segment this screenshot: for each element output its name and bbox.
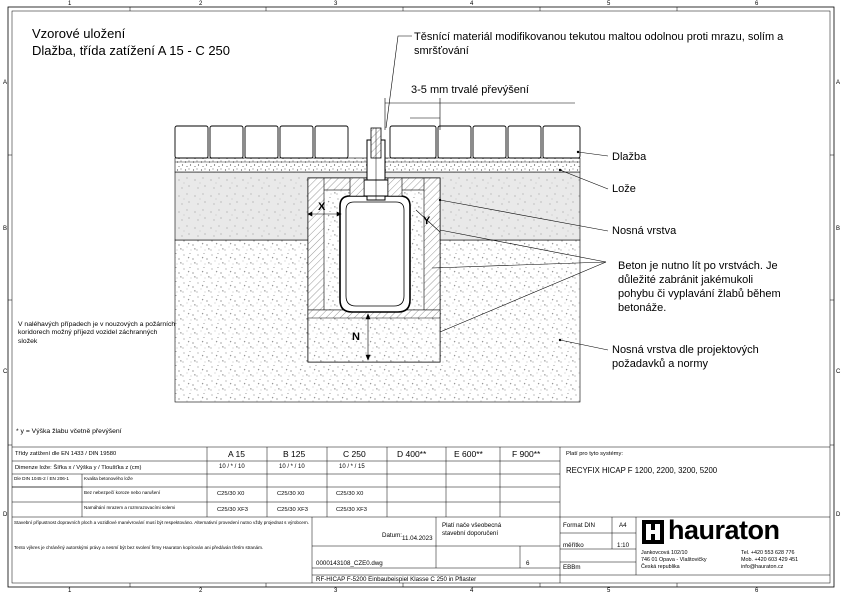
drain-channel xyxy=(339,127,411,313)
row-xf3-value: C25/30 XF3 xyxy=(336,507,367,513)
row-label: B xyxy=(3,226,8,232)
callout-paving: Dlažba xyxy=(612,151,647,163)
col-label: 4 xyxy=(470,1,474,7)
col-label: 5 xyxy=(607,588,611,594)
format-label: Format DIN xyxy=(563,522,595,529)
callout-overheight: 3-5 mm trvalé převýšení xyxy=(411,84,529,96)
format-value: A4 xyxy=(619,522,627,529)
scale-label: měřítko xyxy=(563,542,584,549)
row-label: D xyxy=(836,512,841,518)
row-dims-value: 10 / * / 10 xyxy=(279,464,305,470)
address-line: Jankovcová 102/10 xyxy=(641,550,688,556)
col-label: 5 xyxy=(607,1,611,7)
dimension-y: Y xyxy=(423,215,431,227)
row-dims-label: Dimenze lože: Šířka x / Výška y / Tloušť… xyxy=(15,465,142,471)
col-label: 1 xyxy=(68,588,72,594)
valid-for-label: Platí pro tyto systémy: xyxy=(566,451,624,457)
dimension-n: N xyxy=(352,331,360,343)
callout-concrete-note: Beton je nutno lít po vrstvách. Je důlež… xyxy=(618,260,781,314)
spec-table-grid xyxy=(12,446,830,583)
row-dims-value: 10 / * / 15 xyxy=(339,464,365,470)
drawing-title: Vzorové uložení xyxy=(32,26,126,41)
sheet-number: 6 xyxy=(526,560,530,567)
systems-list: RECYFIX HICAP F 1200, 2200, 3200, 5200 xyxy=(566,466,718,475)
hauraton-logo-mark xyxy=(642,520,664,544)
address-line: 746 01 Opava - Vlaštovičky xyxy=(641,557,707,563)
load-class: B 125 xyxy=(283,449,306,459)
row-x0-value: C25/30 X0 xyxy=(336,491,364,497)
datum-label: Datum: xyxy=(382,532,402,539)
col-label: 1 xyxy=(68,1,72,7)
outer-frame xyxy=(7,6,835,588)
row-standard-label: Dle DIN 1045-2 / EN 206-1 xyxy=(14,476,69,481)
row-dims-value: 10 / * / 10 xyxy=(219,464,245,470)
table-header-label: Třídy zatížení dle EN 1433 / DIN 19580 xyxy=(15,451,117,457)
row-x0-value: C25/30 X0 xyxy=(217,491,245,497)
load-class: F 900** xyxy=(512,449,541,459)
col-label: 6 xyxy=(755,588,759,594)
row-label: C xyxy=(836,369,841,375)
drawing-subtitle: Dlažba, třída zatížení A 15 - C 250 xyxy=(32,43,231,58)
scale-value: 1:10 xyxy=(617,542,630,549)
callout-base-layer-project: Nosná vrstva dle projektových požadavků … xyxy=(612,344,759,370)
datum-value: 11.04.2023 xyxy=(402,535,433,542)
company-logo-text: hauraton xyxy=(668,515,780,545)
valid-note: Platí nače všeobecná stavební doporučení xyxy=(442,522,502,537)
contact-email: info@hauraton.cz xyxy=(741,564,784,570)
callout-sealing: Těsnící materiál modifikovanou tekutou m… xyxy=(414,31,784,57)
contact-tel: Tel. +420 553 628 776 xyxy=(741,550,795,556)
file-name: RF-HICAP F-5200 Einbaubeispiel Klasse C … xyxy=(316,576,477,583)
inner-frame xyxy=(11,10,831,584)
unit-value: EBBm xyxy=(563,564,581,571)
vehicle-note: V naléhavých případech je v nouzových a … xyxy=(18,321,176,345)
row-label: B xyxy=(836,226,841,232)
row-xf3-value: C25/30 XF3 xyxy=(277,507,308,513)
col-label: 4 xyxy=(470,588,474,594)
leader-lines xyxy=(385,35,609,351)
col-label: 3 xyxy=(334,1,338,7)
address-line: Česká republika xyxy=(641,564,680,570)
row-label: C xyxy=(3,369,8,375)
row-label: A xyxy=(836,80,841,86)
row-xf3-value: C25/30 XF3 xyxy=(217,507,248,513)
row-x0-value: C25/30 X0 xyxy=(277,491,305,497)
drawing-number: 0000143108_CZE0.dwg xyxy=(316,560,383,567)
footnote: * y = Výška žlabu včetně převýšení xyxy=(16,428,122,435)
row-x0-label: Bez nebezpečí koroze nebo narušení xyxy=(84,490,161,495)
row-cover-label: Kvalita betonového lože xyxy=(84,476,133,481)
col-label: 3 xyxy=(334,588,338,594)
callout-base-layer: Nosná vrstva xyxy=(612,225,677,237)
row-xf3-label: Namáhání mrazem a rozmrazovacími solemi xyxy=(84,505,176,510)
dimension-x: X xyxy=(318,201,326,213)
note-usage: Stavební přípustnost dopravních ploch a … xyxy=(14,520,309,525)
paving-stones xyxy=(174,125,581,159)
col-label: 2 xyxy=(199,588,203,594)
dimension-lines xyxy=(307,98,575,361)
load-class: C 250 xyxy=(343,449,366,459)
row-label: D xyxy=(3,512,8,518)
load-class: D 400** xyxy=(397,449,427,459)
contact-mobile: Mob. +420 603 429 451 xyxy=(741,557,799,563)
load-class: A 15 xyxy=(228,449,246,459)
note-copyright: Tento výkres je chráněný autorskými práv… xyxy=(14,545,264,550)
row-label: A xyxy=(3,80,8,86)
col-label: 2 xyxy=(199,1,203,7)
load-class: E 600** xyxy=(454,449,483,459)
callout-bedding: Lože xyxy=(612,183,636,195)
col-label: 6 xyxy=(755,1,759,7)
